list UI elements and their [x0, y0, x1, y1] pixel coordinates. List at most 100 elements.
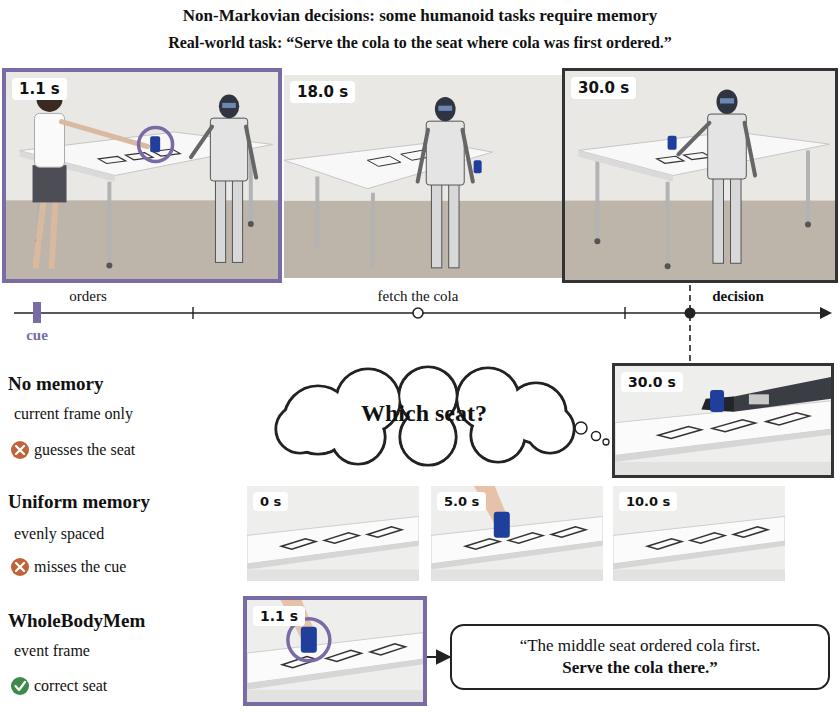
- cola-can: [474, 160, 482, 173]
- task-subtitle: Real-world task: “Serve the cola to the …: [168, 33, 672, 52]
- seat-mark: [690, 533, 724, 543]
- robot-arm: [678, 123, 709, 155]
- seat-mark: [551, 527, 585, 537]
- timeline-open-dot: [413, 308, 423, 318]
- seat-mark: [281, 539, 315, 549]
- seat-mark: [98, 156, 125, 163]
- speech-bubble: “The middle seat ordered cola first.Serv…: [450, 624, 830, 690]
- photo-frame: 1.1 s: [243, 596, 427, 706]
- table-wheel: [665, 263, 671, 269]
- method-name: No memory: [8, 373, 104, 396]
- photo-illustration: [284, 75, 562, 278]
- table-shadow: [247, 570, 419, 581]
- timeline-tick: [624, 307, 625, 319]
- figure-title: Non-Markovian decisions: some humanoid t…: [183, 6, 657, 26]
- photo-wall: [6, 72, 278, 279]
- robot-figure: [418, 97, 473, 268]
- table-leg: [371, 193, 375, 268]
- decision-dot: [685, 308, 696, 319]
- robot-leg: [713, 176, 724, 264]
- cue-label: cue: [26, 326, 48, 344]
- method-note: event frame: [14, 641, 90, 660]
- timestamp: 1.1 s: [12, 78, 67, 100]
- timestamp: 5.0 s: [437, 492, 486, 511]
- robot-visor: [438, 106, 452, 111]
- arrow-connector: [427, 656, 450, 658]
- table-edge: [247, 541, 419, 570]
- robot-torso: [708, 114, 747, 179]
- cue-highlight: [139, 127, 173, 161]
- seat-mark: [733, 527, 767, 537]
- robot-leg: [215, 178, 225, 263]
- timestamp: 30.0 s: [571, 77, 636, 99]
- table-leg: [806, 150, 810, 221]
- person-leg: [52, 200, 56, 268]
- table-wheel: [594, 238, 600, 244]
- timestamp: 30.0 s: [621, 372, 683, 392]
- phase-label: orders: [69, 287, 107, 305]
- robot-head: [716, 89, 737, 114]
- photo-frame: 1.1 s: [2, 68, 282, 283]
- table-shadow: [615, 462, 831, 475]
- robot-arm: [246, 127, 256, 178]
- seat-mark: [326, 650, 361, 661]
- timestamp: 1.1 s: [253, 606, 305, 626]
- photo-floor: [565, 201, 835, 280]
- cloud-puff-fill: [277, 406, 322, 451]
- method-note: evenly spaced: [14, 524, 104, 543]
- result-note: guesses the seat: [34, 440, 135, 459]
- photo-wall: [565, 71, 835, 280]
- photo-wall: [431, 486, 603, 581]
- cloud-fill: [277, 368, 572, 463]
- person-arm: [62, 122, 148, 147]
- table-edge: [431, 541, 603, 570]
- photo-floor: [284, 201, 562, 278]
- seat-mark: [657, 156, 684, 163]
- decision-dashed-line: [689, 285, 691, 362]
- decision-label: decision: [712, 287, 764, 305]
- photo-frame: 30.0 s: [612, 363, 834, 478]
- method-name: WholeBodyMem: [8, 610, 145, 633]
- success-circle: [11, 677, 29, 695]
- robot-arm: [745, 123, 756, 176]
- table-shadow: [247, 690, 423, 702]
- photo-wall: [284, 75, 562, 278]
- photo-wall: [247, 486, 419, 581]
- cloud-strokes: [276, 367, 574, 465]
- table-top: [579, 132, 830, 176]
- timestamp: 18.0 s: [290, 81, 355, 103]
- table-shadow: [431, 570, 603, 581]
- robot-figure: [191, 94, 256, 262]
- result-note: misses the cue: [34, 557, 126, 576]
- robot-visor: [720, 98, 734, 103]
- table-wheel: [106, 262, 112, 268]
- person-skirt: [33, 165, 67, 202]
- fail-icon: [11, 441, 29, 459]
- result-note: correct seat: [34, 676, 107, 695]
- table-shadow: [613, 570, 785, 581]
- robot-arm: [462, 130, 472, 182]
- thought-text: Which seat?: [361, 400, 487, 427]
- success-check: [16, 682, 26, 690]
- fail-cross: [16, 446, 24, 454]
- seat-mark: [658, 426, 701, 438]
- cola-can: [301, 627, 317, 653]
- robot-wrist: [749, 394, 769, 404]
- cloud-puff-fill: [527, 406, 572, 451]
- table-wheel: [805, 221, 811, 227]
- table-edge: [579, 150, 674, 181]
- robot-arm: [191, 127, 212, 158]
- photo-frame: 0 s: [247, 486, 419, 581]
- cue-marker: [33, 302, 41, 323]
- robot-head: [219, 94, 239, 118]
- photo-frame: 18.0 s: [284, 75, 562, 278]
- robot-arm: [723, 377, 831, 412]
- robot-leg: [731, 176, 742, 264]
- photo-frame: 30.0 s: [562, 68, 838, 283]
- photo-wall: [247, 600, 423, 702]
- success-icon: [11, 677, 29, 695]
- table-edge: [615, 429, 831, 462]
- cola-can: [150, 136, 160, 152]
- photo-frame: 10.0 s: [613, 486, 785, 581]
